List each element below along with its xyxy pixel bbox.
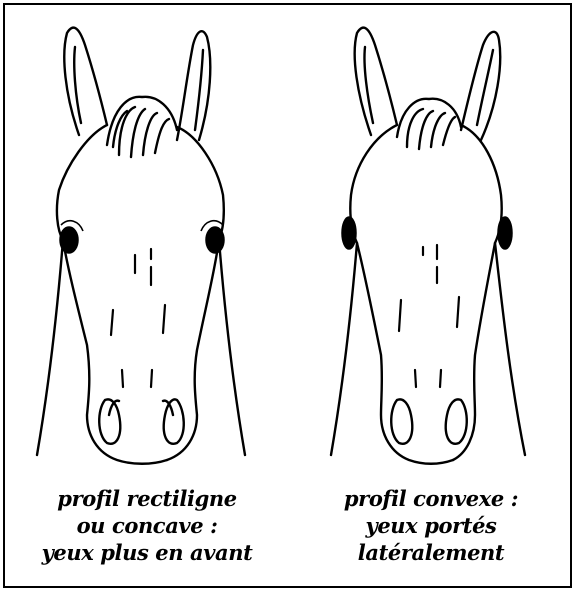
left-eye — [60, 227, 78, 253]
right-eye — [498, 217, 512, 249]
face-mark — [151, 370, 152, 387]
face-mark — [163, 305, 165, 333]
caption-line: profil convexe : — [289, 485, 573, 512]
face-mark — [440, 370, 441, 387]
figure-panel-straight-profile: profil rectiligne ou concave : yeux plus… — [5, 5, 289, 590]
figure-panel-convex-profile: profil convexe : yeux portés latéralemen… — [289, 5, 573, 590]
face-mark — [111, 310, 113, 335]
head-outline-left — [350, 125, 453, 464]
right-nostril — [164, 399, 184, 443]
neck-line-left — [37, 240, 63, 455]
head-outline-left — [57, 125, 167, 464]
caption-line: yeux plus en avant — [5, 539, 289, 566]
left-ear-outline — [355, 28, 397, 135]
right-ear-outline — [177, 31, 210, 140]
caption-line: latéralement — [289, 539, 573, 566]
face-mark — [399, 300, 401, 331]
horse-head-frontal-straight-profile — [27, 15, 267, 485]
caption-straight-profile: profil rectiligne ou concave : yeux plus… — [5, 485, 289, 566]
face-mark — [457, 297, 459, 327]
left-nostril — [391, 399, 412, 443]
right-nostril — [446, 399, 467, 443]
caption-convex-profile: profil convexe : yeux portés latéralemen… — [289, 485, 573, 566]
right-ear-outline — [461, 32, 500, 140]
face-mark — [122, 370, 123, 387]
left-eye — [342, 217, 356, 249]
left-nostril — [99, 399, 120, 443]
figure-frame: profil rectiligne ou concave : yeux plus… — [3, 3, 572, 588]
left-ear-outline — [64, 28, 107, 135]
forelock — [107, 97, 177, 157]
caption-line: profil rectiligne — [5, 485, 289, 512]
neck-line-left — [331, 243, 357, 455]
caption-line: yeux portés — [289, 512, 573, 539]
right-eye — [206, 227, 224, 253]
neck-line-right — [219, 240, 245, 455]
head-outline-right — [453, 125, 502, 460]
right-ear-inner — [195, 50, 203, 130]
forelock — [397, 99, 461, 149]
left-ear-inner — [364, 47, 373, 123]
horse-head-frontal-convex-profile — [311, 15, 551, 485]
caption-line: ou concave : — [5, 512, 289, 539]
head-outline-right — [167, 127, 224, 460]
left-ear-inner — [74, 47, 81, 123]
face-mark — [415, 370, 416, 387]
neck-line-right — [495, 243, 525, 455]
